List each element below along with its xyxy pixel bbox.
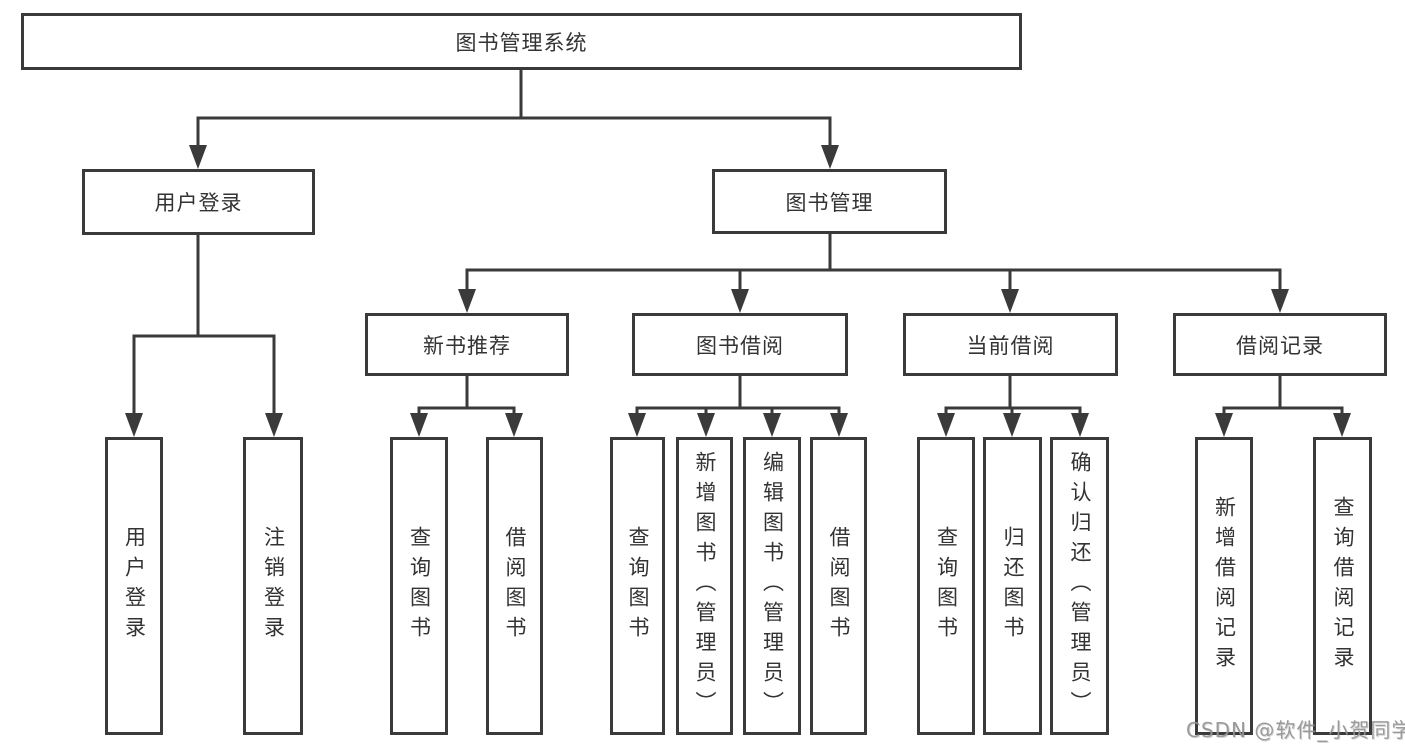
leaf-label: 确认归还（管理员） bbox=[1068, 451, 1092, 721]
leaf-label: 查询图书 bbox=[934, 526, 959, 646]
node-book-management: 图书管理 bbox=[712, 169, 947, 234]
leaf-add-borrow-record: 新增借阅记录 bbox=[1195, 437, 1253, 735]
leaf-query-books-borrow: 查询图书 bbox=[610, 437, 665, 735]
leaf-label: 编辑图书（管理员） bbox=[760, 451, 785, 721]
leaf-label: 新增图书（管理员） bbox=[693, 451, 717, 721]
node-label: 借阅记录 bbox=[1236, 333, 1324, 358]
node-library-management-system: 图书管理系统 bbox=[21, 13, 1022, 70]
leaf-label: 新增借阅记录 bbox=[1212, 496, 1237, 676]
leaf-confirm-return-admin: 确认归还（管理员） bbox=[1050, 437, 1109, 735]
leaf-label: 查询图书 bbox=[626, 526, 650, 646]
leaf-borrow-books-recommend: 借阅图书 bbox=[486, 437, 543, 735]
leaf-query-borrow-record: 查询借阅记录 bbox=[1313, 437, 1372, 735]
node-label: 用户登录 bbox=[154, 191, 243, 215]
node-borrow-record: 借阅记录 bbox=[1173, 313, 1387, 376]
node-user-login: 用户登录 bbox=[82, 169, 315, 235]
leaf-label: 归还图书 bbox=[1001, 526, 1025, 646]
leaf-label: 借阅图书 bbox=[503, 526, 527, 646]
leaf-edit-books-admin: 编辑图书（管理员） bbox=[743, 437, 801, 735]
csdn-watermark: CSDN @软件_小贺同学 bbox=[1186, 718, 1405, 742]
node-label: 图书管理系统 bbox=[455, 30, 588, 55]
leaf-add-books-admin: 新增图书（管理员） bbox=[676, 437, 733, 735]
node-label: 新书推荐 bbox=[423, 333, 511, 358]
node-label: 图书管理 bbox=[785, 190, 874, 215]
leaf-user-login: 用户登录 bbox=[105, 437, 163, 735]
node-label: 当前借阅 bbox=[966, 333, 1055, 358]
leaf-borrow-books: 借阅图书 bbox=[810, 437, 867, 735]
node-new-book-recommend: 新书推荐 bbox=[365, 313, 569, 376]
leaf-logout: 注销登录 bbox=[243, 437, 303, 735]
node-label: 图书借阅 bbox=[696, 333, 784, 358]
node-current-borrow: 当前借阅 bbox=[903, 313, 1118, 376]
node-book-borrow: 图书借阅 bbox=[632, 313, 848, 376]
leaf-return-books: 归还图书 bbox=[983, 437, 1042, 735]
leaf-query-books-current: 查询图书 bbox=[917, 437, 975, 735]
leaf-query-books-recommend: 查询图书 bbox=[390, 437, 448, 735]
leaf-label: 查询图书 bbox=[407, 526, 432, 646]
leaf-label: 注销登录 bbox=[261, 526, 286, 646]
leaf-label: 借阅图书 bbox=[827, 526, 851, 646]
leaf-label: 查询借阅记录 bbox=[1331, 496, 1355, 676]
leaf-label: 用户登录 bbox=[122, 526, 147, 646]
